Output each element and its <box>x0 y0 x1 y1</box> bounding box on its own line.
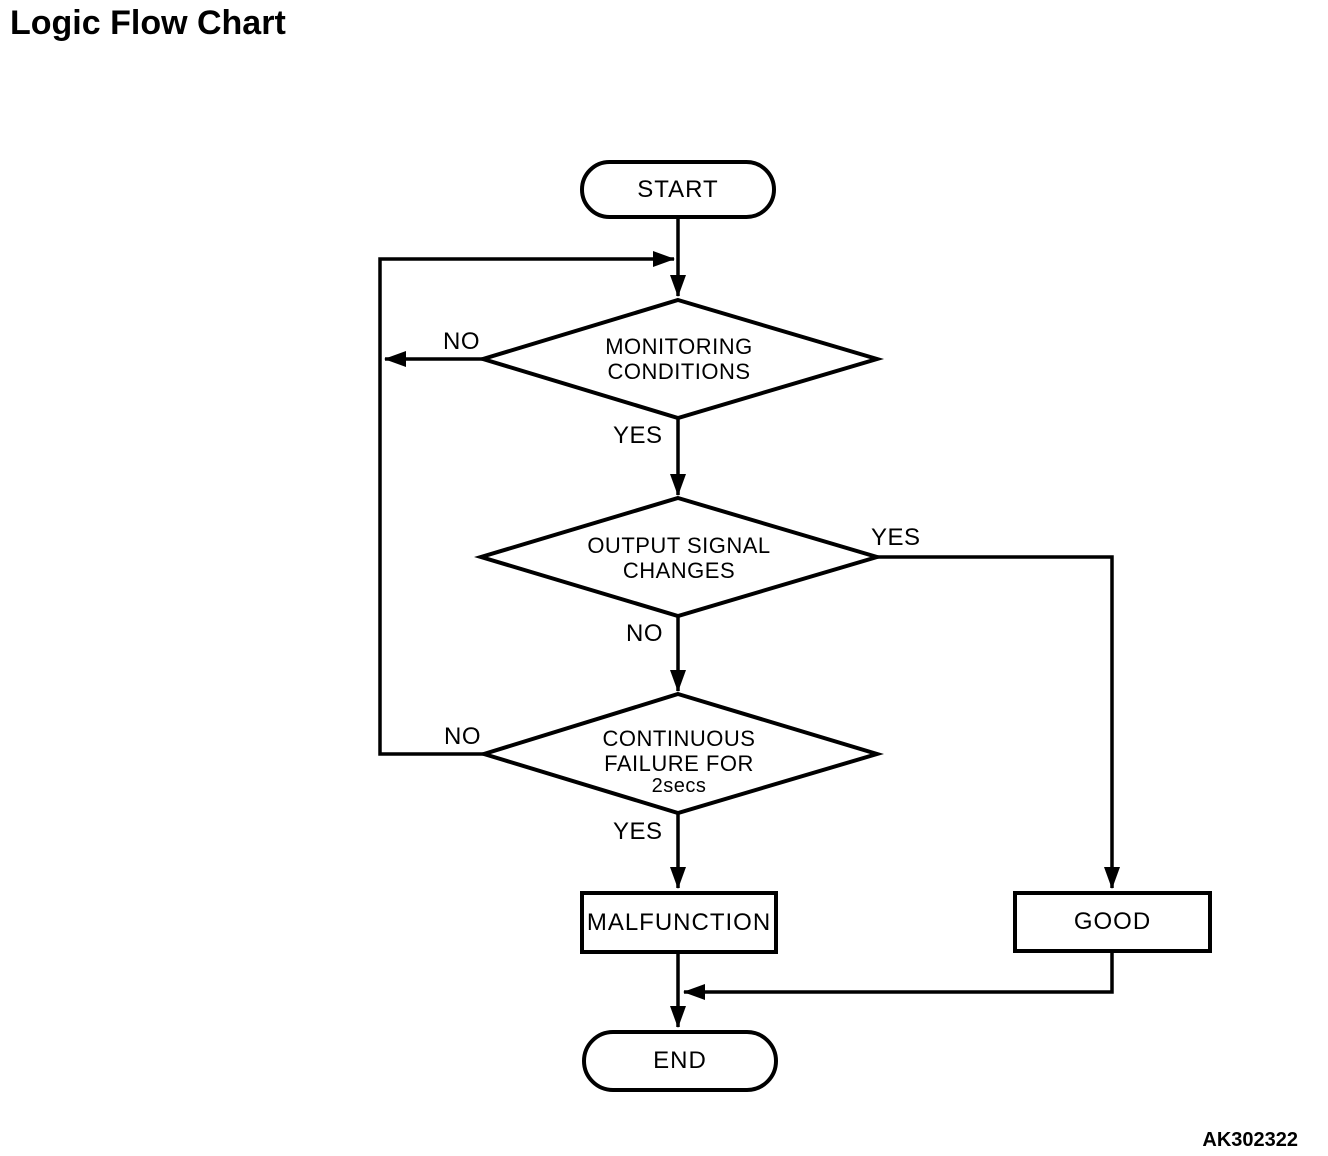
output-no-label: NO <box>626 620 663 647</box>
output-yes-label: YES <box>871 524 921 551</box>
edge-output-yes-to-good <box>877 555 1120 889</box>
good-label: GOOD <box>1073 908 1152 935</box>
monitoring-yes-label: YES <box>613 422 663 449</box>
continuous-line2: FAILURE FOR <box>604 751 754 776</box>
figure-code: AK302322 <box>1202 1129 1298 1151</box>
diamond-output-signal-changes <box>474 495 885 619</box>
monitoring-line1: MONITORING <box>605 334 753 359</box>
continuous-yes-label: YES <box>613 818 663 845</box>
end-node: END <box>582 1030 778 1092</box>
continuous-failure-text: CONTINUOUS FAILURE FOR 2secs <box>529 726 829 797</box>
start-node: START <box>580 160 776 219</box>
output-line2: CHANGES <box>622 558 736 583</box>
diamond-monitoring-conditions <box>476 297 885 421</box>
end-label: END <box>653 1047 707 1074</box>
monitoring-line2: CONDITIONS <box>607 359 751 384</box>
edge-good-to-join <box>683 953 1114 1000</box>
continuous-line3: 2secs <box>651 775 707 797</box>
edge-loop-no-return <box>378 251 675 756</box>
diamond-continuous-failure <box>477 691 884 816</box>
continuous-no-label: NO <box>444 723 481 750</box>
start-label: START <box>637 175 719 203</box>
page-title: Logic Flow Chart <box>10 4 286 42</box>
monitoring-no-label: NO <box>443 328 480 355</box>
monitoring-conditions-text: MONITORING CONDITIONS <box>529 334 829 384</box>
malfunction-label: MALFUNCTION <box>586 908 772 936</box>
good-node: GOOD <box>1013 891 1212 953</box>
malfunction-node: MALFUNCTION <box>580 891 778 954</box>
output-signal-text: OUTPUT SIGNAL CHANGES <box>529 533 829 583</box>
output-line1: OUTPUT SIGNAL <box>587 533 771 558</box>
continuous-line1: CONTINUOUS <box>602 726 756 751</box>
